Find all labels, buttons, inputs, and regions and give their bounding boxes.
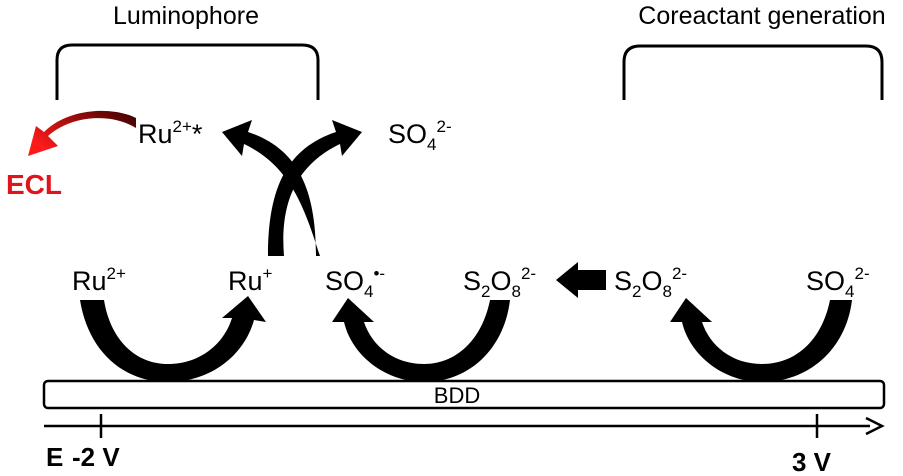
- axis-e-label: E: [46, 442, 63, 472]
- ru-excited-label: Ru2+*: [138, 117, 203, 149]
- coreactant-bracket: [622, 44, 884, 100]
- heading-coreactant: Coreactant generation: [638, 2, 885, 30]
- tick-label-minus-2v: -2 V: [72, 442, 120, 472]
- u-arrow-s2o8-to-so4-radical: [332, 298, 510, 382]
- s2o8-right-label: S2O82-: [614, 264, 687, 301]
- s2o8-transfer-arrow: [556, 262, 606, 298]
- heading-luminophore: Luminophore: [113, 2, 259, 30]
- u-arrow-so4-to-s2o8: [670, 298, 852, 382]
- tick-label-3v: 3 V: [792, 447, 832, 476]
- cross-arrow-to-ru-excited: [222, 120, 320, 256]
- u-arrow-ru2-to-ru-plus: [80, 296, 266, 382]
- so4-radical-label: SO4•-: [325, 264, 385, 301]
- ru-plus-label: Ru+: [228, 264, 273, 296]
- cross-arrow-to-so4: [268, 120, 362, 256]
- so4-right-label: SO42-: [806, 264, 870, 301]
- ru2-label: Ru2+: [72, 264, 126, 296]
- s2o8-left-label: S2O82-: [463, 264, 536, 301]
- potential-axis-arrowhead: [865, 416, 885, 436]
- ecl-label: ECL: [6, 169, 62, 200]
- bdd-electrode: [42, 379, 886, 410]
- so4-top-label: SO42-: [388, 117, 452, 154]
- luminophore-bracket: [55, 43, 320, 100]
- ecl-emission-arrow: [28, 110, 136, 156]
- bdd-label: BDD: [434, 383, 480, 408]
